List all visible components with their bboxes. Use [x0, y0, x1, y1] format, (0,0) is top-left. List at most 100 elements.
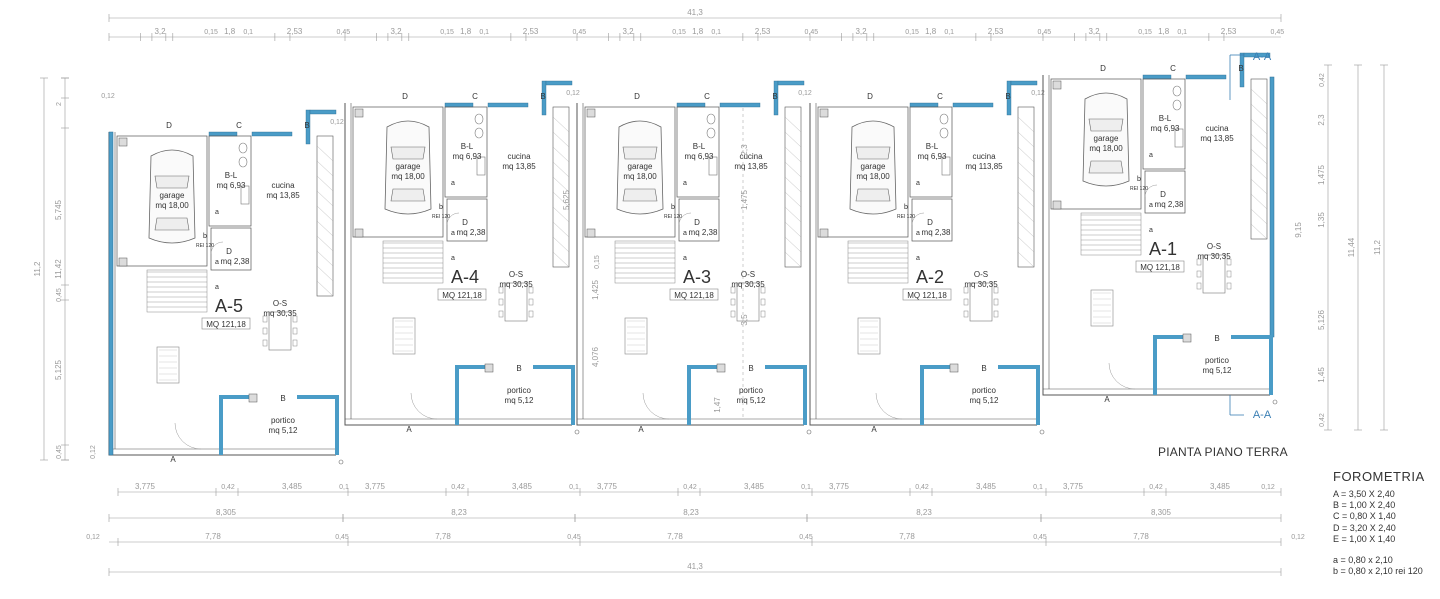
bottom-dim-3-485: 3,485 [744, 482, 765, 491]
section-marker-top: A-A [1253, 51, 1272, 63]
portico-pillar [716, 363, 726, 373]
storage-door-swing [911, 212, 925, 226]
storage-door-swing [678, 212, 692, 226]
portico-area: mq 5,12 [505, 396, 534, 405]
door-label-rei: REI 120 [664, 214, 682, 220]
bottom-dim-unit-width: 8,23 [451, 508, 467, 517]
kitchen-label: cucina [739, 152, 763, 161]
legend-door-a: a = 0,80 x 2,10 [1333, 555, 1393, 566]
kitchen-counter-hatch [784, 161, 802, 178]
top-dim-0-15: 0,15 [905, 29, 919, 36]
wall-thickness-dim: 0,12 [1031, 90, 1045, 97]
chair-icon [292, 315, 298, 323]
living-area: mq 30,35 [499, 280, 533, 289]
kitchen-counter-hatch [316, 280, 334, 297]
bottom-dim-3-775: 3,775 [135, 482, 156, 491]
car-windshield-icon [855, 146, 891, 160]
right-outer-dim-label: 11,2 [1373, 239, 1382, 255]
portico-pillar [248, 393, 258, 403]
door-label-a: a [916, 255, 920, 262]
car-rear-window-icon [390, 188, 426, 202]
chair-icon [498, 286, 504, 294]
top-dim-3-2: 3,2 [154, 27, 166, 36]
stair-block [1080, 212, 1142, 256]
top-dim-1-8: 1,8 [692, 27, 704, 36]
kitchen-area: mq 13,85 [502, 162, 536, 171]
kitchen-counter-hatch [552, 146, 570, 163]
top-dim-2-53: 2,53 [755, 27, 771, 36]
chair-icon [730, 298, 736, 306]
window-label-b: B [516, 364, 521, 373]
bottom-dim-0-45: 0,45 [1033, 534, 1047, 541]
window-label-c: C [472, 92, 478, 101]
dining-table [1202, 254, 1226, 294]
chair-icon [262, 339, 268, 347]
top-dim-0-1: 0,1 [1177, 29, 1187, 36]
unit-area: MQ 121,18 [1140, 263, 1180, 272]
storage-label: D [1160, 190, 1166, 199]
top-party-wall-accent [541, 80, 547, 116]
kitchen-counter-hatch [552, 206, 570, 223]
kitchen-label: cucina [271, 181, 295, 190]
living-area: mq 30,35 [731, 280, 765, 289]
window-label-b: B [1238, 64, 1243, 73]
portico-area: mq 5,12 [737, 396, 766, 405]
portico-wall-accent [765, 365, 807, 425]
chair-icon [1226, 282, 1232, 290]
wall-thickness-dim: 0,12 [798, 90, 812, 97]
top-dim-0-15: 0,15 [204, 29, 218, 36]
garage-pillar [354, 108, 364, 118]
portico-area: mq 5,12 [269, 426, 298, 435]
living-area: mq 30,35 [263, 309, 297, 318]
kitchen-counter [316, 135, 334, 297]
kitchen-counter-hatch [316, 160, 334, 177]
top-party-wall-accent [1010, 80, 1038, 86]
chair-icon [262, 327, 268, 335]
window-label-a: A [638, 425, 644, 434]
portico-label: portico [1205, 356, 1230, 365]
door-label-a: a [1149, 202, 1153, 209]
bidet-icon [939, 127, 949, 139]
window-schedule-legend: FOROMETRIA A = 3,50 X 2,40 B = 1,00 X 2,… [1333, 469, 1437, 577]
unit-label: A-2 [916, 267, 944, 287]
living-label: O-S [273, 299, 287, 308]
top-dim-0-1: 0,1 [944, 29, 954, 36]
chair-icon [292, 327, 298, 335]
storage-label: D [694, 218, 700, 227]
bottom-dim-0-1: 0,1 [569, 484, 579, 491]
bottom-dim-0-1: 0,1 [339, 484, 349, 491]
left-dim-2: 2 [56, 102, 63, 106]
garage-pillar [1052, 80, 1062, 90]
top-party-wall-accent [773, 80, 779, 116]
kitchen-counter-hatch [316, 265, 334, 282]
chair-icon [1196, 282, 1202, 290]
bottom-dim-3-775: 3,775 [597, 482, 618, 491]
bottom-dim-0-45: 0,45 [799, 534, 813, 541]
door-label-a: a [683, 230, 687, 237]
bathroom-room [1142, 78, 1186, 170]
shower-icon [941, 156, 951, 176]
column-marker [1272, 399, 1278, 405]
top-window-frame-accent [1142, 74, 1172, 80]
kitchen-area: mq 13,85 [266, 191, 300, 200]
unit-label: A-1 [1149, 239, 1177, 259]
dining-table [504, 282, 528, 322]
mid-dim-5-625: 5,625 [562, 189, 571, 210]
top-party-wall-accent [1006, 80, 1012, 116]
garage-label: garage [628, 162, 653, 171]
door-label-rei: REI 120 [1130, 186, 1148, 192]
storage-room [210, 227, 252, 271]
portico-wall-accent [297, 395, 339, 455]
window-label-c: C [236, 121, 242, 130]
kitchen-counter-hatch [1250, 223, 1268, 240]
toilet-icon [474, 113, 484, 125]
toilet-icon [1172, 85, 1182, 97]
window-label-c: C [1170, 64, 1176, 73]
unit-label: A-5 [215, 296, 243, 316]
chair-icon [963, 310, 969, 318]
window-label-a: A [871, 425, 877, 434]
kitchen-counter [784, 106, 802, 268]
living-label: O-S [1207, 242, 1221, 251]
door-label-rei: REI 120 [897, 214, 915, 220]
garage-room [116, 135, 208, 267]
